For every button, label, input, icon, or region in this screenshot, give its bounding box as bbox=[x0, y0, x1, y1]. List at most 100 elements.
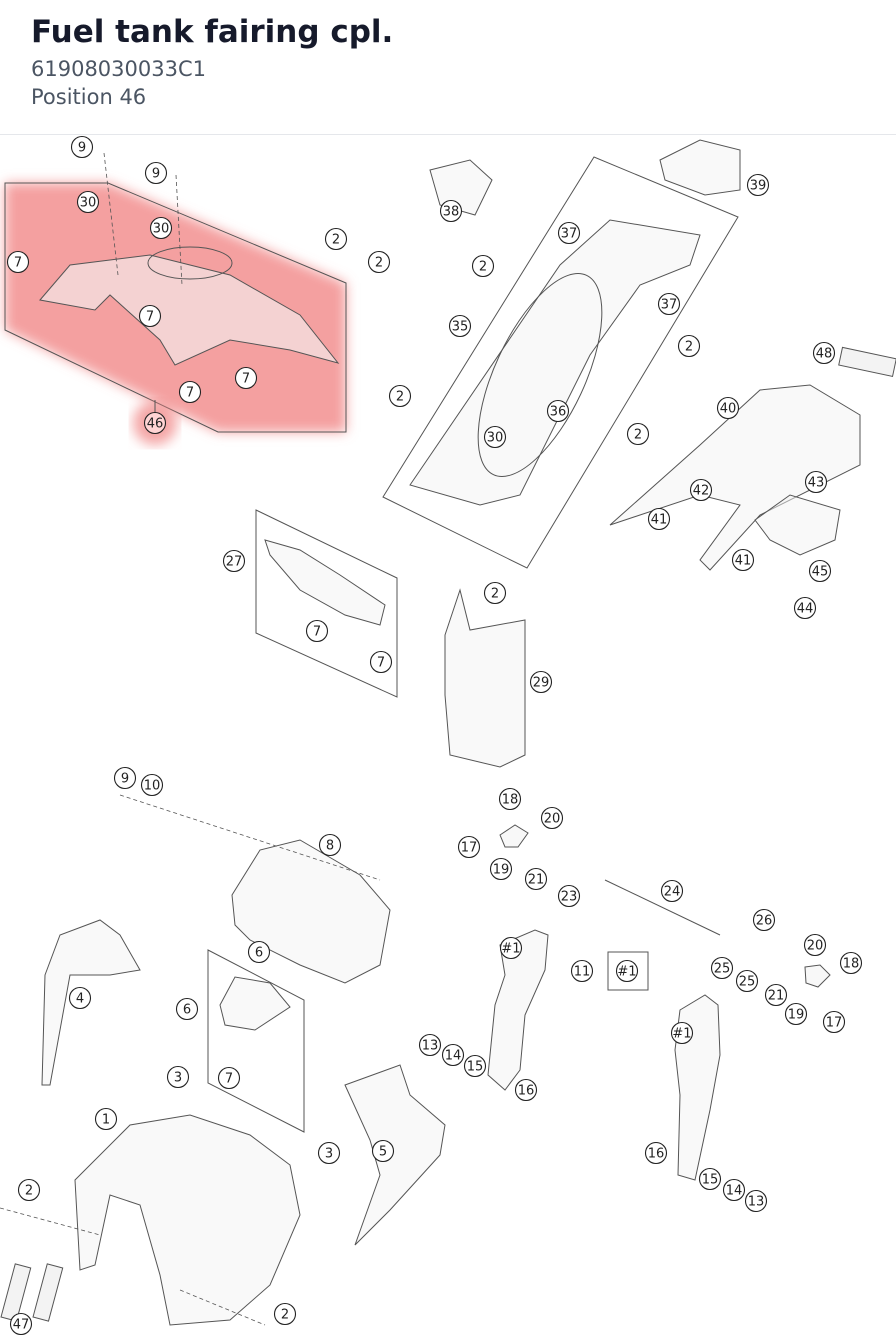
callout-24[interactable]: 24 bbox=[660, 879, 684, 903]
callout-45[interactable]: 45 bbox=[808, 559, 832, 583]
front-fairing-parts bbox=[0, 794, 446, 1326]
callout-15[interactable]: 15 bbox=[463, 1054, 487, 1078]
side-panel-box bbox=[255, 509, 398, 698]
callout-label: 9 bbox=[78, 141, 86, 156]
callout-4[interactable]: 4 bbox=[68, 986, 92, 1010]
callout-25[interactable]: 25 bbox=[710, 956, 734, 980]
callout-label: #1 bbox=[617, 965, 636, 980]
callout-2[interactable]: 2 bbox=[324, 227, 348, 251]
callout-29[interactable]: 29 bbox=[529, 670, 553, 694]
callout-hash1[interactable]: #1 bbox=[499, 936, 523, 960]
callout-label: 19 bbox=[788, 1008, 805, 1023]
callout-2[interactable]: 2 bbox=[677, 334, 701, 358]
callout-7[interactable]: 7 bbox=[6, 250, 30, 274]
callout-hash1[interactable]: #1 bbox=[615, 959, 639, 983]
callout-7[interactable]: 7 bbox=[369, 650, 393, 674]
callout-label: 19 bbox=[493, 863, 510, 878]
callout-18[interactable]: 18 bbox=[839, 951, 863, 975]
callout-9[interactable]: 9 bbox=[70, 135, 94, 159]
callout-30[interactable]: 30 bbox=[76, 190, 100, 214]
callout-19[interactable]: 19 bbox=[489, 857, 513, 881]
callout-16[interactable]: 16 bbox=[644, 1141, 668, 1165]
callout-26[interactable]: 26 bbox=[752, 908, 776, 932]
callout-label: 3 bbox=[325, 1147, 333, 1162]
callout-41[interactable]: 41 bbox=[731, 548, 755, 572]
callout-label: 13 bbox=[422, 1039, 439, 1054]
callout-5[interactable]: 5 bbox=[371, 1139, 395, 1163]
page-title: Fuel tank fairing cpl. bbox=[31, 14, 394, 50]
callout-label: 2 bbox=[685, 340, 693, 355]
callout-13[interactable]: 13 bbox=[744, 1189, 768, 1213]
callout-9[interactable]: 9 bbox=[113, 766, 137, 790]
callout-7[interactable]: 7 bbox=[178, 380, 202, 404]
callout-37[interactable]: 37 bbox=[657, 292, 681, 316]
callout-44[interactable]: 44 bbox=[793, 596, 817, 620]
callout-14[interactable]: 14 bbox=[722, 1178, 746, 1202]
callout-11[interactable]: 11 bbox=[570, 959, 594, 983]
callout-39[interactable]: 39 bbox=[746, 173, 770, 197]
callout-2[interactable]: 2 bbox=[17, 1178, 41, 1202]
callout-label: 25 bbox=[714, 962, 731, 977]
callout-10[interactable]: 10 bbox=[140, 773, 164, 797]
callout-1[interactable]: 1 bbox=[94, 1107, 118, 1131]
callout-7[interactable]: 7 bbox=[234, 366, 258, 390]
callout-label: 30 bbox=[487, 431, 504, 446]
callout-8[interactable]: 8 bbox=[318, 833, 342, 857]
license-plate-holder bbox=[444, 588, 526, 768]
callout-15[interactable]: 15 bbox=[698, 1167, 722, 1191]
callout-3[interactable]: 3 bbox=[166, 1065, 190, 1089]
callout-6[interactable]: 6 bbox=[247, 940, 271, 964]
callout-13[interactable]: 13 bbox=[418, 1033, 442, 1057]
callout-18[interactable]: 18 bbox=[498, 787, 522, 811]
callout-25[interactable]: 25 bbox=[735, 969, 759, 993]
callout-30[interactable]: 30 bbox=[483, 425, 507, 449]
callout-41[interactable]: 41 bbox=[647, 507, 671, 531]
callout-2[interactable]: 2 bbox=[273, 1302, 297, 1326]
callout-20[interactable]: 20 bbox=[540, 806, 564, 830]
callout-43[interactable]: 43 bbox=[804, 470, 828, 494]
callout-37[interactable]: 37 bbox=[557, 221, 581, 245]
callout-label: 43 bbox=[808, 476, 825, 491]
callout-7[interactable]: 7 bbox=[217, 1066, 241, 1090]
callout-14[interactable]: 14 bbox=[441, 1043, 465, 1067]
callout-label: 26 bbox=[756, 914, 773, 929]
callout-20[interactable]: 20 bbox=[803, 933, 827, 957]
callout-46[interactable]: 46 bbox=[143, 411, 167, 435]
callout-47[interactable]: 47 bbox=[9, 1312, 33, 1335]
callout-label: 10 bbox=[144, 779, 161, 794]
callout-label: 36 bbox=[550, 405, 567, 420]
callout-30[interactable]: 30 bbox=[149, 216, 173, 240]
callout-hash1[interactable]: #1 bbox=[670, 1021, 694, 1045]
callout-label: 23 bbox=[561, 890, 578, 905]
callout-21[interactable]: 21 bbox=[764, 983, 788, 1007]
callout-40[interactable]: 40 bbox=[716, 396, 740, 420]
callout-21[interactable]: 21 bbox=[524, 867, 548, 891]
callout-19[interactable]: 19 bbox=[784, 1002, 808, 1026]
callout-7[interactable]: 7 bbox=[305, 619, 329, 643]
callout-38[interactable]: 38 bbox=[439, 199, 463, 223]
callout-17[interactable]: 17 bbox=[822, 1010, 846, 1034]
callout-2[interactable]: 2 bbox=[483, 581, 507, 605]
callout-42[interactable]: 42 bbox=[689, 478, 713, 502]
callout-2[interactable]: 2 bbox=[367, 250, 391, 274]
callout-7[interactable]: 7 bbox=[138, 304, 162, 328]
callout-17[interactable]: 17 bbox=[457, 835, 481, 859]
callout-label: 44 bbox=[797, 602, 814, 617]
callout-36[interactable]: 36 bbox=[546, 399, 570, 423]
callout-6[interactable]: 6 bbox=[175, 997, 199, 1021]
callout-2[interactable]: 2 bbox=[626, 422, 650, 446]
callout-label: 21 bbox=[768, 989, 785, 1004]
callout-label: 24 bbox=[664, 885, 681, 900]
callout-label: 20 bbox=[544, 812, 561, 827]
callout-48[interactable]: 48 bbox=[812, 341, 836, 365]
callout-2[interactable]: 2 bbox=[471, 254, 495, 278]
callout-23[interactable]: 23 bbox=[557, 884, 581, 908]
callout-3[interactable]: 3 bbox=[317, 1141, 341, 1165]
rear-frame-assembly bbox=[382, 139, 741, 569]
callout-9[interactable]: 9 bbox=[144, 161, 168, 185]
callout-16[interactable]: 16 bbox=[514, 1078, 538, 1102]
callout-2[interactable]: 2 bbox=[388, 384, 412, 408]
callout-27[interactable]: 27 bbox=[222, 549, 246, 573]
callout-label: 45 bbox=[812, 565, 829, 580]
callout-35[interactable]: 35 bbox=[448, 314, 472, 338]
